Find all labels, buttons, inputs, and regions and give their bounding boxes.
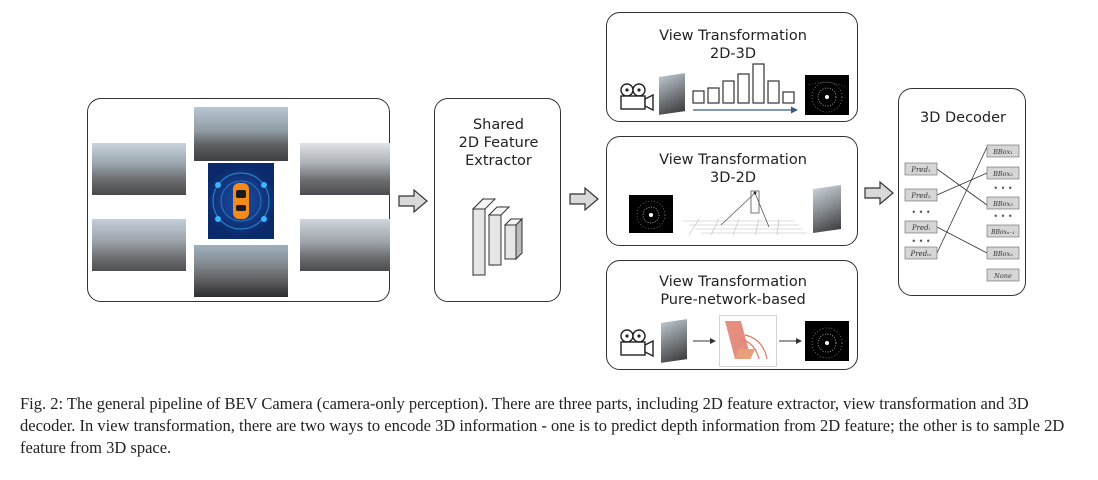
extractor-label-line3: Extractor bbox=[465, 153, 532, 169]
bbox-1-box: BBox₁ bbox=[986, 144, 1020, 158]
point-cloud-bev bbox=[805, 321, 849, 361]
pred-ellipsis: • • • bbox=[911, 237, 930, 246]
camera-image-back-left bbox=[92, 219, 186, 271]
cnn-layers-icon bbox=[465, 187, 535, 283]
extractor-label-line2: 2D Feature bbox=[458, 135, 539, 151]
bbox-2-label: BBox₂ bbox=[992, 170, 1013, 178]
bbox-2-box: BBox₂ bbox=[986, 166, 1020, 180]
pred-m-box: Predₘ bbox=[904, 246, 938, 260]
camera-frame-thumbnail bbox=[661, 319, 687, 363]
camera-icon bbox=[615, 329, 655, 359]
camera-frame-thumbnail bbox=[813, 185, 841, 233]
extractor-label-line1: Shared bbox=[472, 117, 525, 133]
point-cloud-bev bbox=[629, 195, 673, 233]
bipartite-matching-lines bbox=[936, 146, 988, 254]
vt-sample-subtitle: 3D-2D bbox=[709, 170, 756, 186]
view-transformation-2d-3d-box: View Transformation 2D-3D bbox=[606, 12, 858, 122]
flow-arrow bbox=[569, 186, 599, 212]
flow-arrow bbox=[864, 180, 894, 206]
camera-icon bbox=[615, 83, 655, 113]
vt-sample-title: View Transformation bbox=[659, 152, 807, 168]
camera-image-front-right bbox=[300, 143, 390, 195]
vt-depth-title: View Transformation bbox=[659, 28, 807, 44]
bbox-n-box: BBoxₙ bbox=[986, 246, 1020, 260]
bbox-n-label: BBoxₙ bbox=[992, 250, 1013, 258]
pred-ellipsis: • • • bbox=[911, 208, 930, 217]
pred-m-label: Predₘ bbox=[910, 250, 932, 258]
camera-inputs-box bbox=[87, 98, 390, 302]
decoder-title: 3D Decoder bbox=[919, 110, 1007, 126]
figure-caption: Fig. 2: The general pipeline of BEV Came… bbox=[20, 394, 1065, 457]
depth-distribution-bars bbox=[691, 61, 801, 115]
none-box: None bbox=[986, 268, 1020, 282]
camera-frame-thumbnail bbox=[659, 73, 685, 115]
vt-depth-subtitle: 2D-3D bbox=[709, 46, 756, 62]
pred-i-label: Predᵢ bbox=[911, 224, 931, 232]
camera-image-front bbox=[194, 107, 288, 161]
bbox-n-minus-1-label: BBoxₙ₋₁ bbox=[990, 229, 1015, 236]
flow-line-arrow bbox=[779, 337, 803, 345]
view-transformation-3d-2d-box: View Transformation 3D-2D bbox=[606, 136, 858, 246]
3d-to-2d-projection-sketch bbox=[679, 183, 809, 243]
pred-1-label: Pred₁ bbox=[910, 166, 931, 174]
bbox-1-label: BBox₁ bbox=[992, 148, 1013, 156]
3d-decoder-box: 3D Decoder Pred₁ Pred₂ • • • Predᵢ • • •… bbox=[898, 88, 1026, 296]
bbox-3-box: BBox₃ bbox=[986, 196, 1020, 210]
pred-2-label: Pred₂ bbox=[910, 192, 931, 200]
bbox-n-minus-1-box: BBoxₙ₋₁ bbox=[986, 224, 1020, 238]
point-cloud-bev bbox=[805, 75, 849, 115]
camera-image-back-right bbox=[300, 219, 390, 271]
bbox-ellipsis: • • • bbox=[993, 184, 1012, 193]
flow-line-arrow bbox=[693, 337, 717, 345]
none-label: None bbox=[993, 272, 1012, 280]
ego-car-illustration bbox=[208, 163, 274, 239]
feature-extractor-box: Shared 2D Feature Extractor bbox=[434, 98, 561, 302]
flow-arrow bbox=[398, 188, 428, 214]
vt-network-subtitle: Pure-network-based bbox=[660, 292, 806, 308]
vt-network-title: View Transformation bbox=[659, 274, 807, 290]
bbox-3-label: BBox₃ bbox=[992, 200, 1013, 208]
pred-1-box: Pred₁ bbox=[904, 162, 938, 176]
view-transformation-network-box: View Transformation Pure-network-based bbox=[606, 260, 858, 370]
pred-2-box: Pred₂ bbox=[904, 188, 938, 202]
pred-i-box: Predᵢ bbox=[904, 220, 938, 234]
network-mlp-illustration bbox=[719, 315, 777, 367]
bbox-ellipsis: • • • bbox=[993, 212, 1012, 221]
camera-image-back bbox=[194, 245, 288, 297]
camera-image-front-left bbox=[92, 143, 186, 195]
